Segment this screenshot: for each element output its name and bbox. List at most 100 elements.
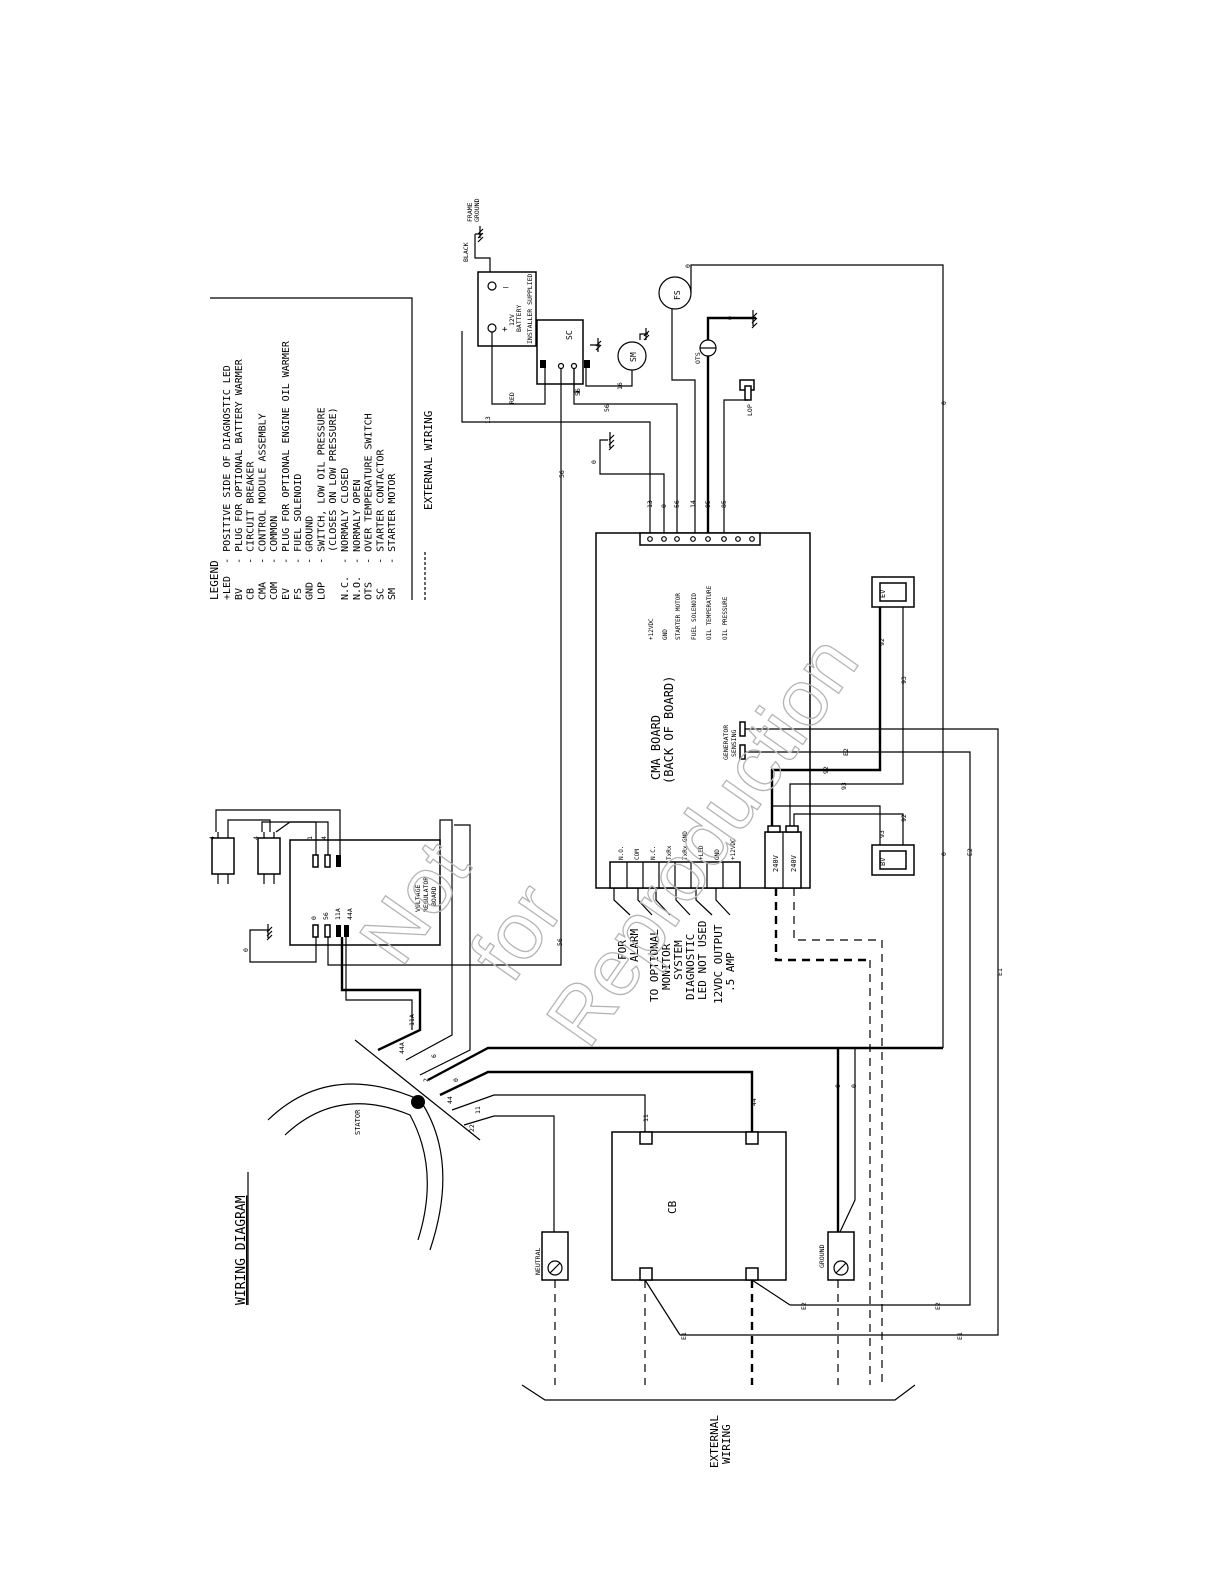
legend-item: +LED - POSITIVE SIDE OF DIAGNOSTIC LED: [222, 365, 233, 600]
circuit-breaker: CB: [611, 1131, 791, 1336]
svg-text:SENSING: SENSING: [730, 730, 738, 757]
svg-text:BATTERY: BATTERY: [515, 305, 523, 332]
ground-block: GROUND: [818, 1231, 855, 1281]
wire-number-label: 0: [940, 401, 948, 405]
wire-number-label: 16: [616, 382, 624, 390]
svg-text:–: –: [503, 283, 509, 293]
wire-number-label: E2: [966, 848, 974, 856]
legend: LEGEND +LED - POSITIVE SIDE OF DIAGNOSTI…: [208, 297, 435, 600]
wire-number-label: 6: [430, 1054, 438, 1058]
cma-top-terminal: [690, 536, 696, 542]
wire-number-label: 11: [474, 1106, 482, 1114]
cma-bottom-terminal-label: +LED: [698, 845, 705, 860]
wire-number-label: 0: [726, 316, 734, 320]
cma-bottom-terminal-label: GND: [714, 849, 721, 860]
cma-top-terminal-label: FUEL SOLENOID: [691, 593, 698, 640]
bv-ev-wiring: [680, 607, 999, 1336]
top-wire-number: 56: [673, 500, 681, 508]
wire-number-label: 13: [484, 416, 492, 424]
ev-label: EV: [879, 589, 887, 598]
wire-number-label: 56: [574, 388, 582, 396]
wire-number-label: 4: [208, 836, 216, 840]
wire-number-label: 0: [834, 1084, 842, 1088]
wire-number-label: E2: [842, 748, 850, 756]
top-wiring: FRAME GROUND BLACK – + 12V BATTERY INSTA…: [461, 198, 944, 1048]
wire-number-label: 56: [603, 404, 611, 412]
top-wire-number: 0: [660, 504, 668, 508]
top-wire-number: 14: [689, 500, 697, 508]
wire-number-label: 0: [452, 1078, 460, 1082]
installer-supplied-label: INSTALLER SUPPLIED: [526, 273, 534, 344]
note-text: DIAGNOSTIC: [684, 934, 697, 1000]
wire-number-label: 1: [306, 836, 314, 840]
wire-number-label: E2: [800, 1302, 808, 1310]
stator-label: STATOR: [354, 1109, 362, 1135]
wire-number-label: 0: [850, 1084, 858, 1088]
note-text: .5 AMP: [724, 952, 737, 992]
wire-number-label: 0: [310, 916, 318, 920]
cma-board-label: CMA BOARD: [649, 715, 663, 780]
cma-240v-b: 240V: [790, 854, 798, 872]
neutral-label: NEUTRAL: [534, 1248, 542, 1275]
cma-bottom-terminal-label: N.O.: [618, 846, 625, 860]
vr-label: VOLTAGE: [414, 885, 422, 912]
wire-number-label: 11: [642, 1114, 650, 1122]
note-text: SYSTEM: [672, 940, 685, 980]
ots-label: OTS: [694, 352, 702, 364]
battery: [477, 271, 537, 347]
legend-item: COM - COMMON: [269, 516, 280, 600]
wire-number-label: E1: [680, 1332, 688, 1340]
svg-text:WIRING: WIRING: [720, 1424, 733, 1464]
wire-number-label: 92: [878, 638, 886, 646]
wire-number-label: 44: [750, 1098, 758, 1106]
ground-label: GROUND: [818, 1244, 826, 1268]
wire-number-label: 0: [590, 460, 598, 464]
wire-number-label: 2: [422, 1078, 430, 1082]
legend-item: BV - PLUG FOR OPTIONAL BATTERY WARMER: [234, 358, 245, 600]
note-text: MONITOR: [660, 943, 673, 990]
cb-label: CB: [666, 1200, 679, 1214]
wire-number-label: 56: [558, 470, 566, 478]
top-wire-number: 13: [646, 500, 654, 508]
legend-item: (CLOSES ON LOW PRESSURE): [328, 407, 339, 600]
wire-number-label: 93: [900, 676, 908, 684]
svg-text:GROUND: GROUND: [473, 198, 481, 222]
frame-ground-label: FRAME: [466, 202, 474, 222]
wire-number-label: 44: [446, 1096, 454, 1104]
stator-wiring: [340, 819, 943, 1233]
cma-top-terminal-spare: [735, 536, 741, 542]
wire-number-label: 0: [940, 852, 948, 856]
wire-number-label: E1: [956, 1332, 964, 1340]
wire-number-label: 4: [320, 836, 328, 840]
wire-number-label: 44A: [398, 1042, 406, 1054]
top-wire-number: 85: [720, 500, 728, 508]
note-text: ALARM: [628, 929, 641, 962]
sm-label: SM: [629, 352, 638, 362]
legend-heading: LEGEND: [208, 560, 221, 600]
wire-number-label: 92: [822, 766, 830, 774]
external-wiring: EXTERNAL WIRING: [521, 888, 916, 1468]
wire-number-label: 11A: [408, 1014, 416, 1026]
wire-number-label: 56: [322, 912, 330, 920]
battery-label: 12V: [508, 314, 516, 326]
bv-plug: BV: [871, 844, 915, 876]
legend-item: LOP - SWITCH, LOW OIL PRESSURE: [316, 407, 327, 600]
cma-top-terminal-label: GND: [662, 629, 669, 640]
legend-item: FS - FUEL SOLENOID: [293, 474, 304, 600]
cma-240v-a: 240V: [772, 854, 780, 872]
legend-external-wiring: EXTERNAL WIRING: [422, 411, 435, 510]
red-wire-label: RED: [508, 392, 516, 404]
note-text: TO OPTIONAL: [648, 929, 661, 1002]
wire-number-label: 56: [556, 938, 564, 946]
cma-bottom-connections: [613, 888, 731, 916]
black-wire-label: BLACK: [462, 242, 470, 262]
cma-bottom-terminal-label: TxRx GND: [682, 831, 689, 860]
cma-top-terminal-label: OIL PRESSURE: [722, 596, 729, 640]
note-text: FOR: [616, 940, 629, 960]
wire-number-label: 0: [242, 948, 250, 952]
ev-plug: EV: [871, 576, 915, 608]
legend-item: EV - PLUG FOR OPTIONAL ENGINE OIL WARMER: [281, 340, 292, 600]
wire-number-label: 44A: [346, 908, 354, 920]
